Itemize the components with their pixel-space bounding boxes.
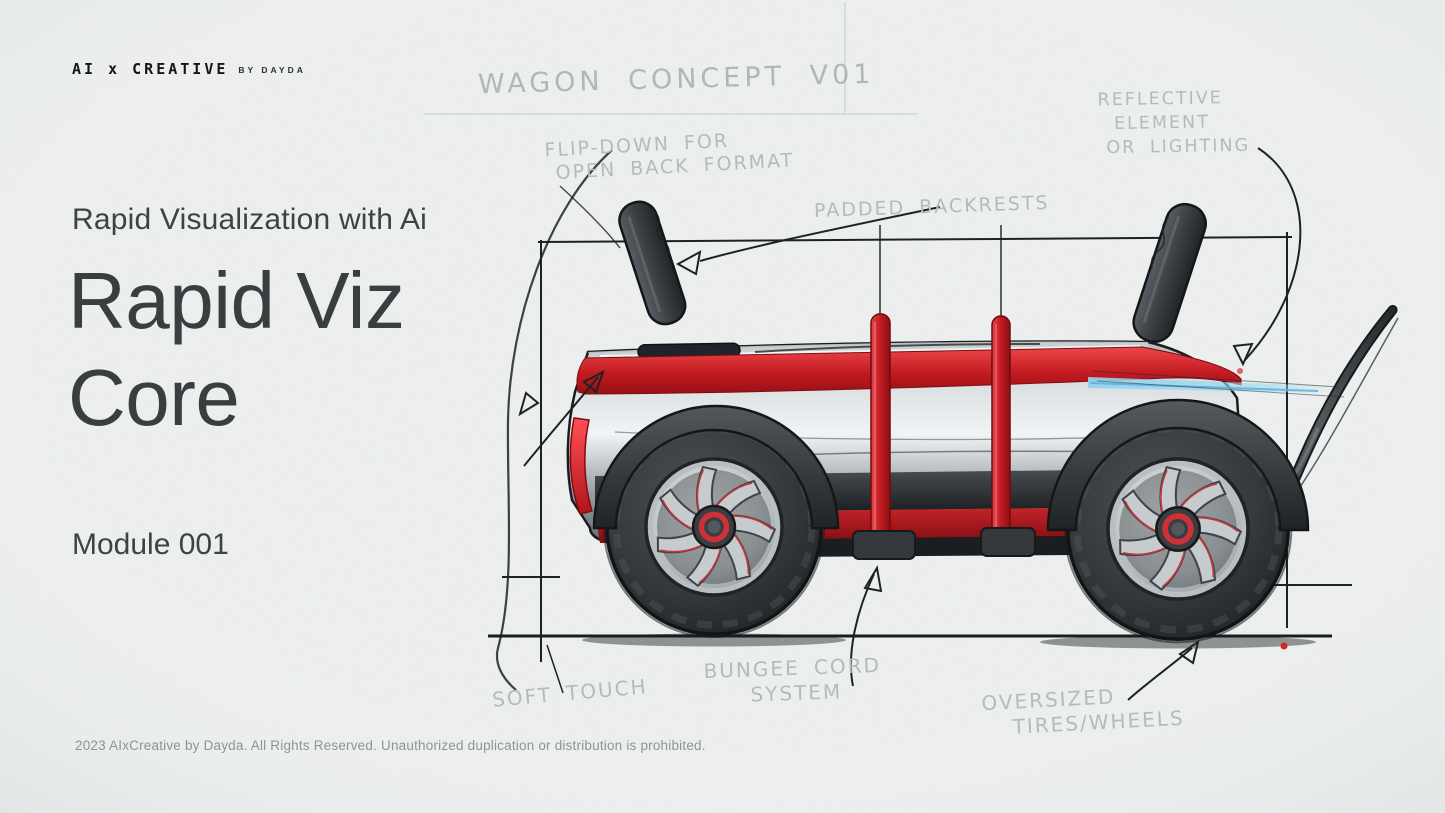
tail-light (569, 417, 593, 515)
annotation-bungee-cord: BUNGEE CORD SYSTEM (703, 653, 882, 709)
wheel-fenders (592, 398, 1310, 532)
copyright-notice: 2023 AIxCreative by Dayda. All Rights Re… (75, 738, 706, 753)
course-kicker: Rapid Visualization with Ai (72, 203, 428, 236)
rear-backrest (618, 200, 687, 326)
strap-anchor-rear (852, 530, 916, 560)
strap-anchor-front (980, 527, 1036, 557)
red-mark-front (1237, 368, 1243, 374)
annotation-reflective-line1: REFLECTIVE (1097, 88, 1223, 111)
bungee-straps (852, 313, 1036, 560)
annotation-reflective-line3: OR LIGHTING (1106, 135, 1251, 159)
page-title-line1: Rapid Viz (68, 256, 405, 345)
module-label: Module 001 (72, 528, 229, 561)
annotation-reflective-element: REFLECTIVE ELEMENT OR LIGHTING (1097, 86, 1250, 161)
page-title: Rapid Viz Core (68, 252, 405, 446)
page-title-line2: Core (68, 353, 240, 442)
brand-byline: BY DAYDA (238, 65, 306, 75)
front-backrest (1132, 202, 1207, 343)
annotation-oversized-tires: OVERSIZED TIRES/WHEELS (981, 681, 1185, 742)
red-mark-ground (1280, 642, 1288, 650)
annotation-arrows (518, 147, 1302, 701)
titleblock-frame-lines (424, 2, 918, 115)
brand-logo-text: AI x CREATIVE (72, 60, 229, 78)
annotation-bungee-line2: SYSTEM (750, 679, 843, 707)
annotation-reflective-line2: ELEMENT (1113, 112, 1210, 135)
brand-logo: AI x CREATIVE BY DAYDA (72, 60, 306, 78)
